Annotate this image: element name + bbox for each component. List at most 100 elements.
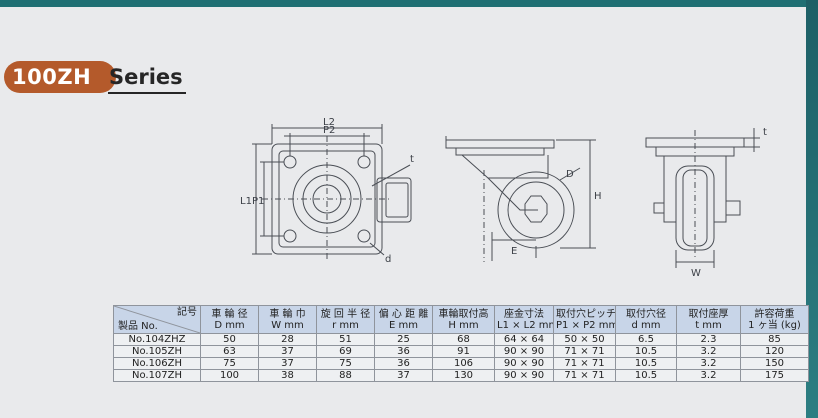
series-code: 100ZH — [12, 65, 92, 89]
table-row: No.104ZHZ 50 28 51 25 68 64 × 64 50 × 50… — [113, 333, 809, 346]
front-fork-left — [663, 156, 676, 223]
product-number: No.104ZHZ — [113, 333, 201, 346]
leader-diameter — [559, 167, 581, 181]
top-frame-strip — [0, 0, 818, 7]
technical-drawings: L2 P2 L1 P1 t d D H E t W — [240, 117, 767, 279]
table-cell: 2.3 — [676, 333, 741, 346]
table-cell: 3.2 — [676, 357, 741, 370]
table-cell: 175 — [740, 369, 809, 382]
table-cell: 38 — [258, 369, 317, 382]
axle-nut — [524, 195, 548, 223]
mounting-hole — [283, 155, 297, 169]
label-hole: d — [385, 254, 391, 265]
table-row: No.106ZH 75 37 75 36 106 90 × 90 71 × 71… — [113, 357, 809, 370]
table-cell: 75 — [200, 357, 259, 370]
table-cell: 69 — [316, 345, 375, 358]
label-radius: t — [410, 154, 414, 165]
product-number: No.105ZH — [113, 345, 201, 358]
label-width: W — [691, 268, 701, 279]
side-view-drawing — [445, 136, 596, 262]
table-cell: 90 × 90 — [494, 357, 554, 370]
label-offset: E — [511, 246, 517, 257]
side-fork-leg — [487, 177, 538, 211]
table-cell: 90 × 90 — [494, 345, 554, 358]
table-cell: 25 — [374, 333, 433, 346]
front-axle-nut — [725, 200, 741, 216]
spec-table-body: No.104ZHZ 50 28 51 25 68 64 × 64 50 × 50… — [113, 333, 809, 382]
table-row: No.105ZH 63 37 69 36 91 90 × 90 71 × 71 … — [113, 345, 809, 358]
table-cell: 85 — [740, 333, 809, 346]
table-cell: 28 — [258, 333, 317, 346]
series-heading: 100ZH Series — [4, 61, 194, 95]
corner-diagonal — [114, 306, 200, 333]
front-view-drawing — [645, 128, 760, 268]
side-swivel-race — [455, 147, 545, 156]
table-cell: 130 — [432, 369, 495, 382]
table-cell: 71 × 71 — [553, 357, 616, 370]
mounting-hole — [357, 155, 371, 169]
mounting-hole — [283, 229, 297, 243]
table-cell: 37 — [258, 345, 317, 358]
table-cell: 106 — [432, 357, 495, 370]
mounting-hole — [357, 229, 371, 243]
front-axle-end — [653, 202, 665, 214]
table-cell: 150 — [740, 357, 809, 370]
top-view-drawing — [252, 124, 412, 262]
table-cell: 10.5 — [615, 369, 677, 382]
side-fork — [461, 154, 549, 179]
table-cell: 71 × 71 — [553, 369, 616, 382]
table-cell: 75 — [316, 357, 375, 370]
wheel-top — [385, 182, 409, 218]
leader-radius — [371, 164, 411, 187]
right-frame-strip — [806, 0, 818, 418]
table-cell: 6.5 — [615, 333, 677, 346]
label-p1: P1 — [252, 196, 264, 207]
label-height: H — [594, 191, 602, 202]
label-l2: L2 — [323, 117, 335, 128]
side-plate — [445, 139, 555, 149]
table-cell: 64 × 64 — [494, 333, 554, 346]
table-cell: 51 — [316, 333, 375, 346]
corner-product-label: 製品 No. — [118, 321, 158, 332]
table-cell: 10.5 — [615, 357, 677, 370]
table-cell: 68 — [432, 333, 495, 346]
table-corner-cell: 記号 製品 No. — [113, 305, 201, 334]
series-badge — [4, 61, 116, 93]
wheel-fork-top — [376, 177, 412, 223]
table-cell: 63 — [200, 345, 259, 358]
table-cell: 91 — [432, 345, 495, 358]
table-row: No.107ZH 100 38 88 37 130 90 × 90 71 × 7… — [113, 369, 809, 382]
table-cell: 50 × 50 — [553, 333, 616, 346]
product-number: No.107ZH — [113, 369, 201, 382]
table-cell: 10.5 — [615, 345, 677, 358]
table-cell: 88 — [316, 369, 375, 382]
table-cell: 50 — [200, 333, 259, 346]
table-cell: 36 — [374, 357, 433, 370]
table-cell: 37 — [374, 369, 433, 382]
table-cell: 100 — [200, 369, 259, 382]
label-diameter: D — [566, 169, 574, 180]
corner-symbol-label: 記号 — [177, 307, 197, 318]
table-cell: 36 — [374, 345, 433, 358]
table-cell: 90 × 90 — [494, 369, 554, 382]
series-name: Series — [109, 65, 183, 89]
label-l1: L1 — [240, 196, 252, 207]
table-cell: 3.2 — [676, 369, 741, 382]
label-thickness: t — [763, 127, 767, 138]
table-cell: 3.2 — [676, 345, 741, 358]
product-number: No.106ZH — [113, 357, 201, 370]
side-wheel-hub — [507, 181, 565, 239]
label-p2: P2 — [323, 125, 335, 136]
table-cell: 120 — [740, 345, 809, 358]
